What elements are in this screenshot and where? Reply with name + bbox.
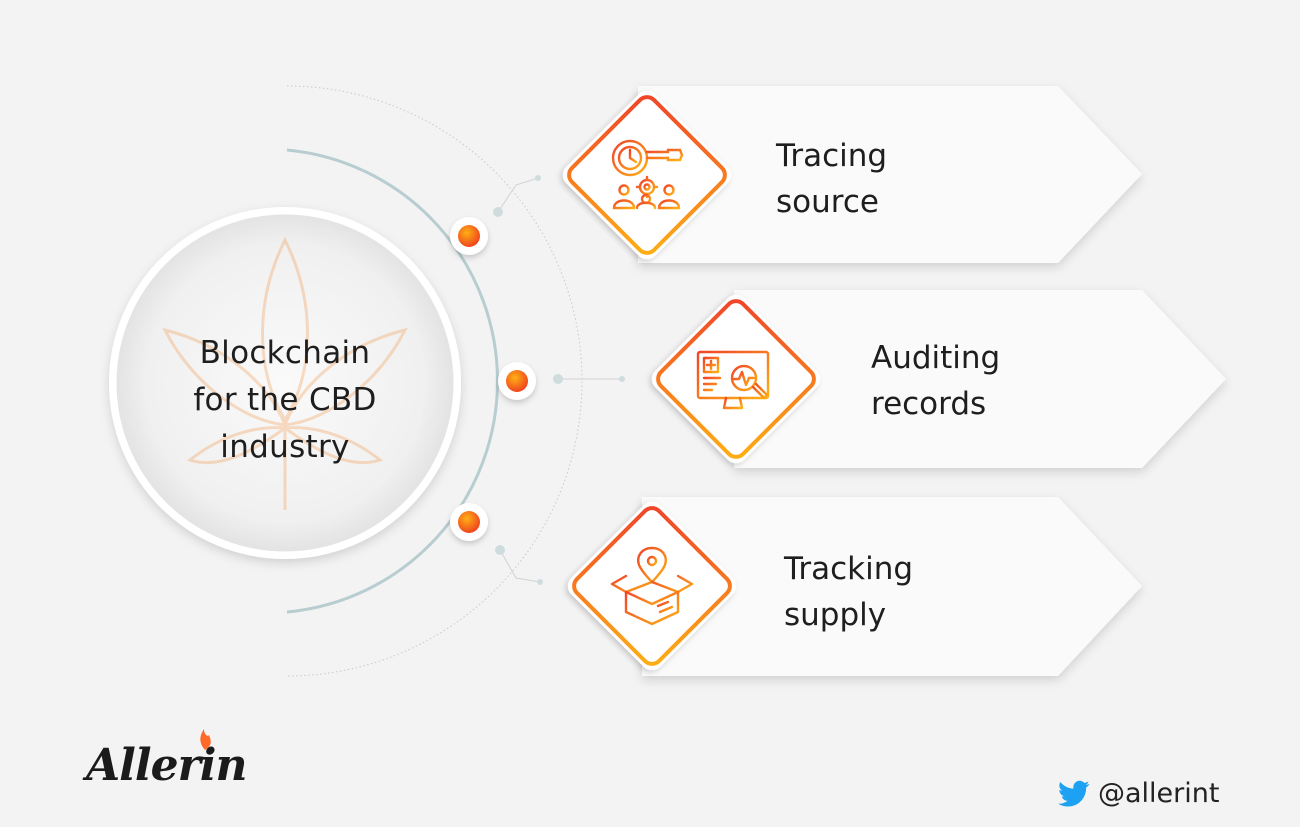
- twitter-handle-text: @allerint: [1098, 778, 1220, 809]
- card-auditing-records: Auditing records: [651, 290, 1226, 468]
- card-3-label-line-1: Tracking: [783, 551, 913, 587]
- arc-node-2: [498, 362, 536, 400]
- connector-dots: [493, 175, 625, 585]
- cannabis-leaf-icon: [162, 236, 408, 510]
- center-title-line-1: Blockchain: [199, 335, 371, 371]
- outer-dotted-arc: [286, 85, 583, 677]
- arc-node-3: [450, 503, 488, 541]
- card-tracing-source: Tracing source: [562, 86, 1142, 263]
- twitter-handle[interactable]: @allerint: [1058, 778, 1219, 809]
- card-3-label-line-2: supply: [784, 597, 886, 633]
- card-1-label-line-1: Tracing: [775, 138, 887, 174]
- card-2-label-line-2: records: [871, 386, 986, 422]
- card-tracking-supply: Tracking supply: [567, 497, 1142, 676]
- magnifier-gear-people-icon: [611, 139, 684, 210]
- center-circle: [109, 207, 461, 559]
- center-title-line-3: industry: [220, 429, 350, 465]
- main-arc: [286, 148, 499, 614]
- monitor-audit-magnifier-icon: [696, 350, 770, 412]
- location-box-icon: [610, 546, 694, 626]
- card-2-label-line-1: Auditing: [871, 340, 1000, 376]
- card-1-label-line-2: source: [776, 184, 879, 220]
- flame-icon: [200, 729, 211, 750]
- arc-node-1: [450, 217, 488, 255]
- center-title: Blockchain for the CBD industry: [150, 330, 420, 471]
- twitter-icon: [1058, 780, 1090, 807]
- center-title-line-2: for the CBD: [193, 382, 377, 418]
- brand-logo: Allerin: [86, 740, 247, 791]
- connectors: [497, 177, 622, 583]
